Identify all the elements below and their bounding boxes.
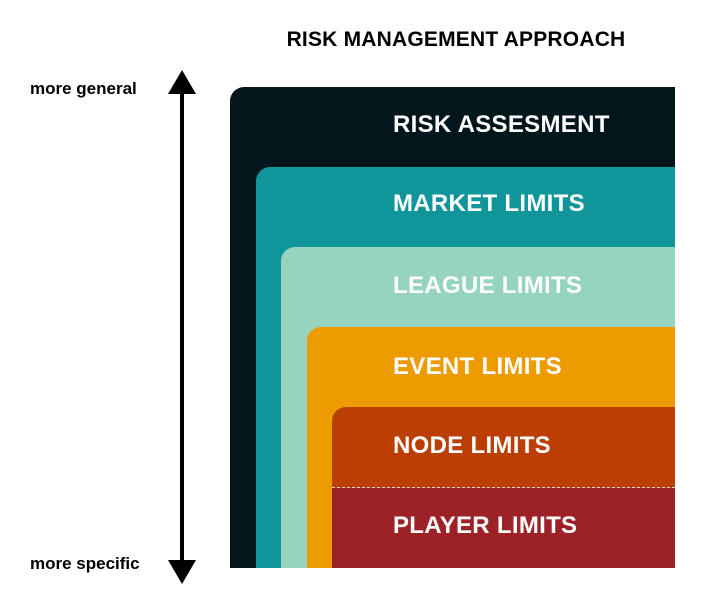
- layer-label-market-limits: MARKET LIMITS: [393, 190, 585, 217]
- axis-label-specific: more specific: [30, 554, 140, 573]
- layer-label-event-limits: EVENT LIMITS: [393, 353, 562, 380]
- diagram-title: RISK MANAGEMENT APPROACH: [286, 28, 626, 51]
- layer-label-player-limits: PLAYER LIMITS: [393, 512, 578, 539]
- layer-label-risk-assessment: RISK ASSESMENT: [393, 111, 610, 138]
- dashed-divider: [332, 487, 675, 488]
- axis-label-general: more general: [30, 79, 137, 98]
- layer-label-league-limits: LEAGUE LIMITS: [393, 272, 583, 299]
- layer-label-node-limits: NODE LIMITS: [393, 432, 551, 459]
- double-arrow-icon: [168, 70, 196, 584]
- layer-player-limits: [332, 488, 675, 568]
